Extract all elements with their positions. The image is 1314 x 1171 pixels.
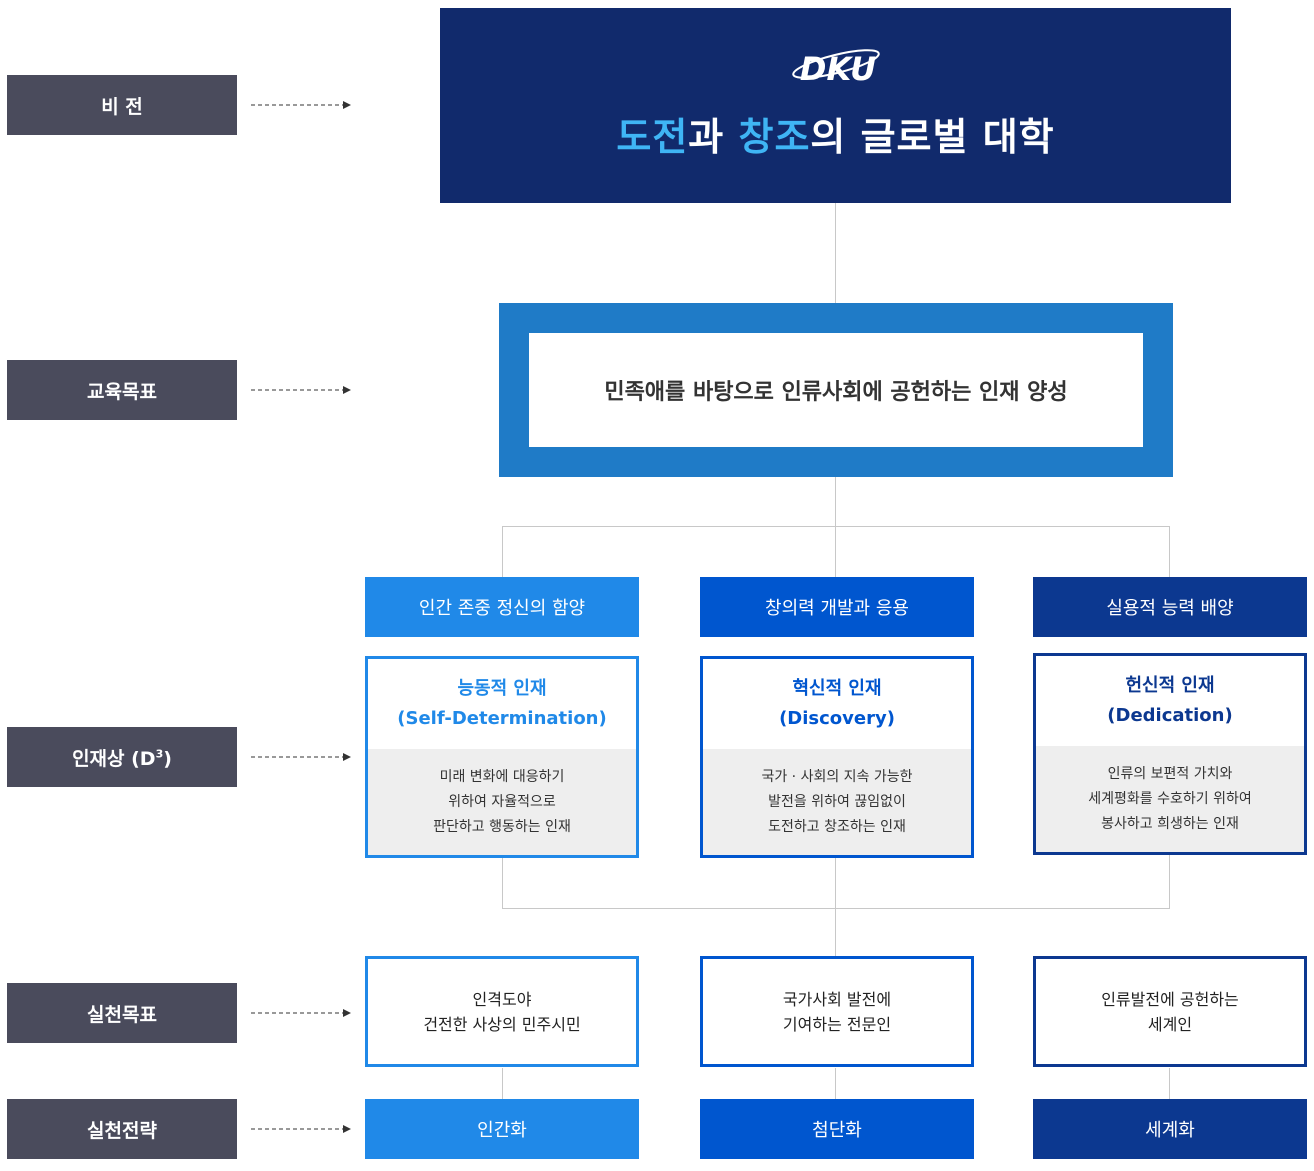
talent-card-3: 헌신적 인재 (Dedication) 인류의 보편적 가치와 세계평화를 수호… xyxy=(1033,653,1307,855)
connector-bottom-right xyxy=(1169,855,1170,909)
connector-bottom-left xyxy=(502,858,503,909)
practice-goal-3: 인류발전에 공헌하는 세계인 xyxy=(1033,956,1307,1067)
column-header-1: 인간 존중 정신의 함양 xyxy=(365,577,639,637)
arrow-talent xyxy=(251,753,351,761)
talent-card-1-desc-line: 판단하고 행동하는 인재 xyxy=(433,818,571,835)
talent-card-3-desc: 인류의 보편적 가치와 세계평화를 수호하기 위하여 봉사하고 희생하는 인재 xyxy=(1036,746,1304,852)
dku-logo-text: DKU xyxy=(799,50,875,88)
label-practice-strategy: 실천전략 xyxy=(7,1099,237,1159)
talent-card-2-title: 혁신적 인재 (Discovery) xyxy=(703,659,971,749)
talent-card-3-desc-line: 봉사하고 희생하는 인재 xyxy=(1101,815,1239,832)
connector-bottom-horizontal xyxy=(502,908,1170,909)
connector-col1-strategy xyxy=(502,1068,503,1099)
connector-goal-down xyxy=(835,477,836,577)
label-talent-sup: 3 xyxy=(155,747,164,761)
practice-goal-1: 인격도야 건전한 사상의 민주시민 xyxy=(365,956,639,1067)
column-header-2: 창의력 개발과 응용 xyxy=(700,577,974,637)
connector-col3-strategy xyxy=(1169,1068,1170,1099)
edu-goal-box: 민족애를 바탕으로 인류사회에 공헌하는 인재 양성 xyxy=(529,333,1143,447)
talent-card-2-name: 혁신적 인재 xyxy=(792,678,882,699)
practice-goal-3-line: 인류발전에 공헌하는 xyxy=(1101,989,1239,1009)
connector-vision-goal xyxy=(835,203,836,303)
column-header-3-text: 실용적 능력 배양 xyxy=(1106,598,1234,619)
column-header-2-text: 창의력 개발과 응용 xyxy=(765,598,909,619)
connector-top-right xyxy=(1169,526,1170,577)
talent-card-2-desc: 국가 · 사회의 지속 가능한 발전을 위하여 끊임없이 도전하고 창조하는 인… xyxy=(703,749,971,855)
talent-card-2-desc-line: 도전하고 창조하는 인재 xyxy=(768,818,906,835)
strategy-2: 첨단화 xyxy=(700,1099,974,1159)
practice-goal-2: 국가사회 발전에 기여하는 전문인 xyxy=(700,956,974,1067)
talent-card-1-desc-line: 위하여 자율적으로 xyxy=(448,793,556,810)
column-header-3: 실용적 능력 배양 xyxy=(1033,577,1307,637)
talent-card-3-name: 헌신적 인재 xyxy=(1125,675,1215,696)
practice-goal-2-line: 국가사회 발전에 xyxy=(782,989,892,1009)
label-practice-strategy-text: 실천전략 xyxy=(87,1119,157,1142)
strategy-3: 세계화 xyxy=(1033,1099,1307,1159)
talent-card-3-desc-line: 인류의 보편적 가치와 xyxy=(1107,765,1233,782)
connector-col2-strategy xyxy=(835,1068,836,1099)
talent-card-2-english: (Discovery) xyxy=(779,708,895,729)
practice-goal-3-line: 세계인 xyxy=(1147,1014,1193,1034)
talent-card-3-title: 헌신적 인재 (Dedication) xyxy=(1036,656,1304,746)
connector-top-left xyxy=(502,526,503,577)
practice-goal-1-line: 건전한 사상의 민주시민 xyxy=(423,1014,581,1034)
label-talent-text: 인재상 (D3) xyxy=(72,744,172,771)
vision-title-creation: 창조 xyxy=(738,115,811,159)
column-header-1-text: 인간 존중 정신의 함양 xyxy=(418,598,586,619)
talent-card-1-title: 능동적 인재 (Self-Determination) xyxy=(368,659,636,749)
vision-title: 도전과 창조의 글로벌 대학 xyxy=(616,106,1054,161)
label-talent-main: 인재상 (D xyxy=(72,747,156,770)
label-practice-goal-text: 실천목표 xyxy=(87,1003,157,1026)
vision-title-challenge: 도전 xyxy=(616,115,689,159)
connector-center-mid xyxy=(835,858,836,956)
talent-card-1-desc-line: 미래 변화에 대응하기 xyxy=(439,768,565,785)
practice-goal-2-line: 기여하는 전문인 xyxy=(782,1014,892,1034)
strategy-3-text: 세계화 xyxy=(1145,1120,1195,1141)
strategy-1: 인간화 xyxy=(365,1099,639,1159)
talent-card-1-name: 능동적 인재 xyxy=(457,678,547,699)
label-edu-goal-text: 교육목표 xyxy=(87,380,157,403)
talent-card-3-english: (Dedication) xyxy=(1107,705,1233,726)
talent-card-1-desc: 미래 변화에 대응하기 위하여 자율적으로 판단하고 행동하는 인재 xyxy=(368,749,636,855)
dku-logo: DKU xyxy=(791,49,880,88)
label-vision-text: 비 전 xyxy=(101,95,143,118)
vision-box: DKU 도전과 창조의 글로벌 대학 xyxy=(440,8,1231,203)
talent-card-2-desc-line: 발전을 위하여 끊임없이 xyxy=(768,793,906,810)
connector-top-horizontal xyxy=(502,526,1170,527)
strategy-2-text: 첨단화 xyxy=(812,1120,862,1141)
talent-card-3-desc-line: 세계평화를 수호하기 위하여 xyxy=(1088,790,1252,807)
talent-card-2-desc-line: 국가 · 사회의 지속 가능한 xyxy=(761,768,913,785)
talent-card-1-english: (Self-Determination) xyxy=(397,708,607,729)
label-practice-goal: 실천목표 xyxy=(7,983,237,1043)
arrow-vision xyxy=(251,101,351,109)
label-talent: 인재상 (D3) xyxy=(7,727,237,787)
arrow-edu-goal xyxy=(251,386,351,394)
talent-card-1: 능동적 인재 (Self-Determination) 미래 변화에 대응하기 … xyxy=(365,656,639,858)
strategy-1-text: 인간화 xyxy=(477,1120,527,1141)
arrow-practice-strategy xyxy=(251,1125,351,1133)
arrow-practice-goal xyxy=(251,1009,351,1017)
vision-title-rest: 의 글로벌 대학 xyxy=(810,115,1055,159)
label-vision: 비 전 xyxy=(7,75,237,135)
talent-card-2: 혁신적 인재 (Discovery) 국가 · 사회의 지속 가능한 발전을 위… xyxy=(700,656,974,858)
vision-title-and: 과 xyxy=(688,115,739,159)
label-talent-close: ) xyxy=(163,747,172,770)
practice-goal-1-line: 인격도야 xyxy=(472,989,532,1009)
label-edu-goal: 교육목표 xyxy=(7,360,237,420)
edu-goal-text: 민족애를 바탕으로 인류사회에 공헌하는 인재 양성 xyxy=(604,380,1068,405)
